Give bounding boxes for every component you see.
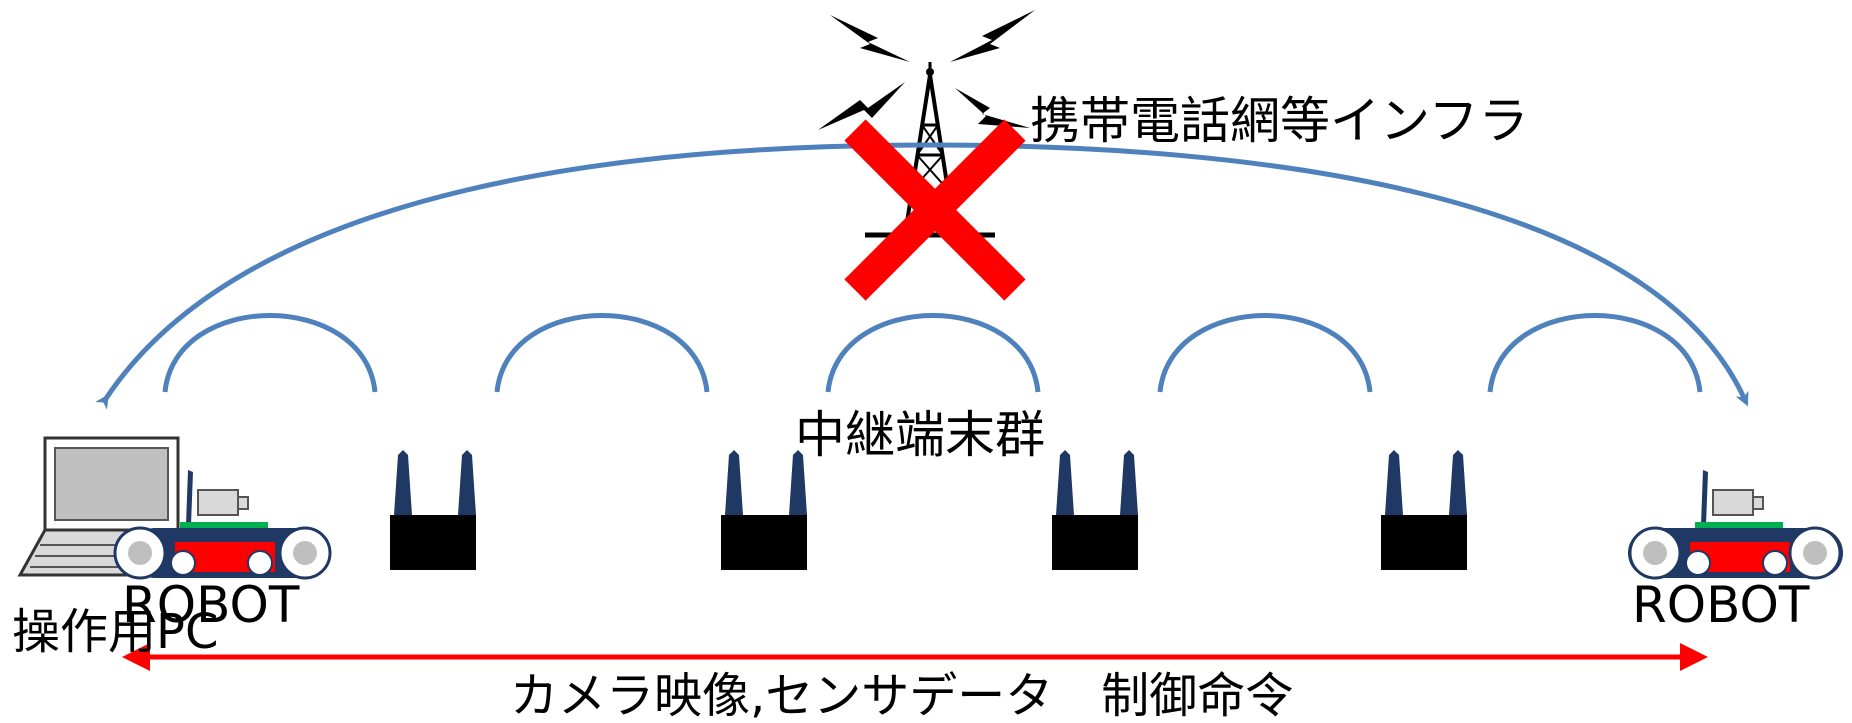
robot-label-left: ROBOT: [122, 576, 300, 634]
robot-label-right: ROBOT: [1632, 576, 1810, 634]
relay-hop-arcs: [162, 313, 1703, 393]
infrastructure-label: 携帯電話網等インフラ: [1030, 92, 1529, 150]
data-flow-arrow: [122, 643, 1708, 671]
unavailable-cross-icon: [844, 119, 1026, 301]
relay-terminal-icon: [1052, 450, 1138, 570]
hop-arc-5: [1487, 313, 1703, 393]
relay-terminal-icon: [721, 450, 807, 570]
hop-arc-4: [1157, 313, 1373, 393]
crawler-robot-icon: [113, 470, 332, 580]
relay-terminal-icon: [1381, 450, 1467, 570]
operator-pc-label: 操作用PC: [12, 604, 218, 660]
hop-arc-2: [494, 313, 710, 393]
hop-arc-1: [162, 313, 378, 393]
relay-terminal-icon: [390, 450, 476, 570]
crawler-robot-icon: [1628, 470, 1843, 580]
infrastructure-link-arc: [95, 142, 1749, 410]
relay-group-label: 中継端末群: [795, 406, 1045, 464]
data-flow-label: カメラ映像,センサデータ 制御命令: [510, 668, 1293, 723]
hop-arc-3: [825, 313, 1041, 393]
